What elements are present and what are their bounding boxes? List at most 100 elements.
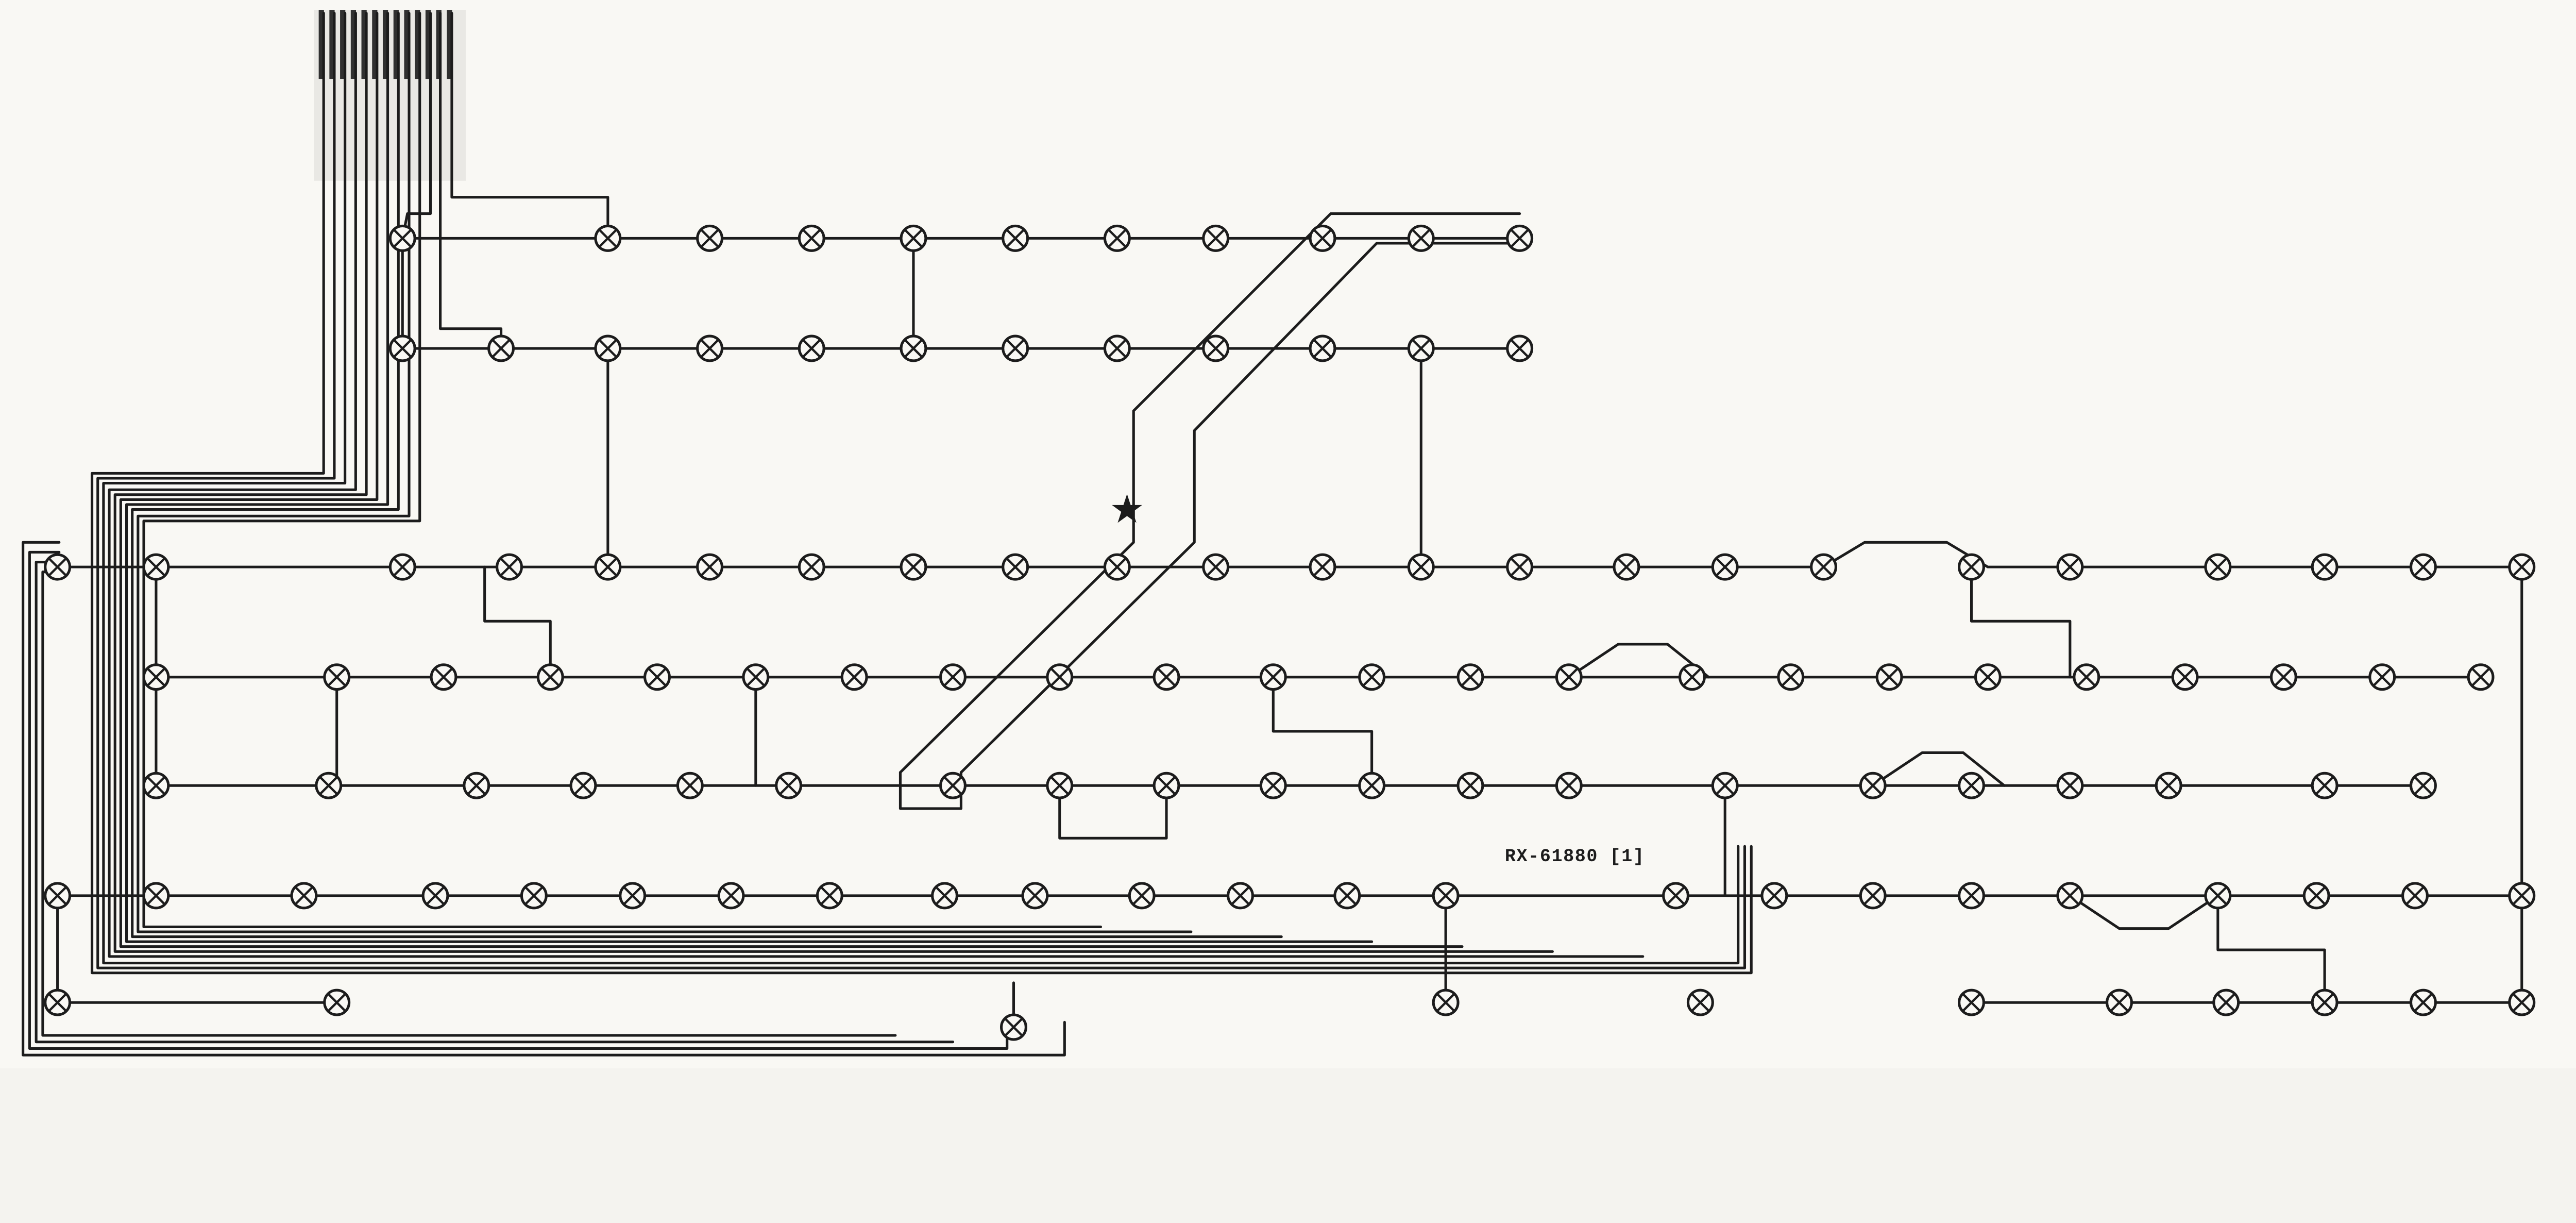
connector-finger-bar: [425, 10, 431, 79]
contact-pad: [2302, 882, 2330, 910]
contact-pad: [323, 989, 351, 1016]
connector-finger-bar: [382, 10, 388, 79]
contact-pad: [1456, 772, 1484, 799]
connector-finger-bar: [329, 10, 335, 79]
contact-pad: [1103, 224, 1131, 252]
contact-pad: [2401, 882, 2429, 910]
contact-pad: [2409, 989, 2437, 1016]
contact-pad: [1202, 334, 1230, 362]
contact-pad: [142, 772, 170, 799]
contact-pad: [1711, 553, 1739, 581]
contact-pad: [798, 553, 825, 581]
circuit-trace: [1567, 643, 1710, 679]
contact-pad: [798, 224, 825, 252]
contact-pad: [536, 663, 564, 691]
connector-smudge: [314, 10, 466, 181]
contact-pad: [1358, 772, 1386, 799]
contact-pad: [1958, 882, 1985, 910]
contact-pad: [1456, 663, 1484, 691]
contact-pad: [1002, 334, 1029, 362]
part-number-label: RX-61880 [1]: [1505, 846, 1645, 867]
connector-finger-bar: [393, 10, 399, 79]
contact-pad: [594, 553, 622, 581]
pad-layer: [44, 224, 2536, 1041]
contact-pad: [840, 663, 868, 691]
contact-pad: [2508, 882, 2536, 910]
contact-pad: [1555, 772, 1583, 799]
contact-pad: [315, 772, 343, 799]
contact-pad: [1153, 663, 1180, 691]
contact-pad: [1506, 553, 1534, 581]
contact-pad: [44, 553, 72, 581]
contact-pad: [1259, 663, 1287, 691]
contact-pad: [1046, 772, 1074, 799]
contact-pad: [1678, 663, 1706, 691]
contact-pad: [2311, 772, 2338, 799]
contact-pad: [696, 553, 724, 581]
contact-pad: [2269, 663, 2297, 691]
contact-pad: [1875, 663, 1903, 691]
circuit-trace: [1272, 676, 1374, 787]
contact-pad: [900, 224, 927, 252]
contact-pad: [2368, 663, 2396, 691]
contact-pad: [1407, 334, 1435, 362]
contact-pad: [2204, 553, 2232, 581]
circuit-trace: [1058, 784, 1168, 840]
circuit-trace: [1871, 751, 2006, 787]
contact-pad: [2073, 663, 2100, 691]
contact-pad: [775, 772, 803, 799]
contact-pad: [1309, 553, 1336, 581]
connector-finger-bar: [436, 10, 442, 79]
trace-layer: [22, 11, 2523, 1057]
contact-pad: [142, 553, 170, 581]
contact-pad: [900, 553, 927, 581]
contact-pad: [2056, 553, 2084, 581]
circuit-trace: [28, 550, 1009, 1050]
circuit-trace: [35, 561, 955, 1044]
contact-pad: [676, 772, 704, 799]
connector-finger-bar: [415, 10, 420, 79]
contact-pad: [1432, 989, 1460, 1016]
contact-pad: [1810, 553, 1838, 581]
contact-pad: [1333, 882, 1361, 910]
contact-pad: [696, 334, 724, 362]
contact-pad: [290, 882, 318, 910]
contact-pad: [569, 772, 597, 799]
contact-pad: [619, 882, 647, 910]
contact-pad: [1777, 663, 1805, 691]
contact-pad: [520, 882, 548, 910]
contact-pad: [421, 882, 449, 910]
contact-pad: [1309, 224, 1336, 252]
contact-pad: [1103, 334, 1131, 362]
circuit-trace: [483, 565, 552, 679]
contact-pad: [594, 224, 622, 252]
connector-finger-bar: [447, 10, 452, 79]
circuit-trace: [899, 212, 1521, 774]
contact-pad: [44, 989, 72, 1016]
circuit-trace: [2069, 894, 2219, 930]
contact-pad: [643, 663, 671, 691]
circuit-trace: [131, 11, 1283, 939]
circuit-trace: [959, 242, 1516, 774]
contact-pad: [1227, 882, 1254, 910]
contact-pad: [1859, 882, 1887, 910]
contact-pad: [2508, 989, 2536, 1016]
contact-pad: [1202, 553, 1230, 581]
contact-pad: [2155, 772, 2182, 799]
contact-pad: [1407, 224, 1435, 252]
contact-pad: [1958, 989, 1985, 1016]
contact-pad: [939, 663, 967, 691]
contact-pad: [487, 334, 515, 362]
contact-pad: [2311, 989, 2338, 1016]
star-marker: ★: [1109, 487, 1145, 532]
contact-pad: [1506, 224, 1534, 252]
contact-pad: [717, 882, 745, 910]
circuit-trace: [102, 11, 1740, 965]
contact-pad: [594, 334, 622, 362]
contact-pad: [1309, 334, 1336, 362]
circuit-trace: [91, 11, 1753, 975]
contact-pad: [1153, 772, 1180, 799]
contact-pad: [2212, 989, 2240, 1016]
contact-pad: [1202, 224, 1230, 252]
contact-pad: [1555, 663, 1583, 691]
